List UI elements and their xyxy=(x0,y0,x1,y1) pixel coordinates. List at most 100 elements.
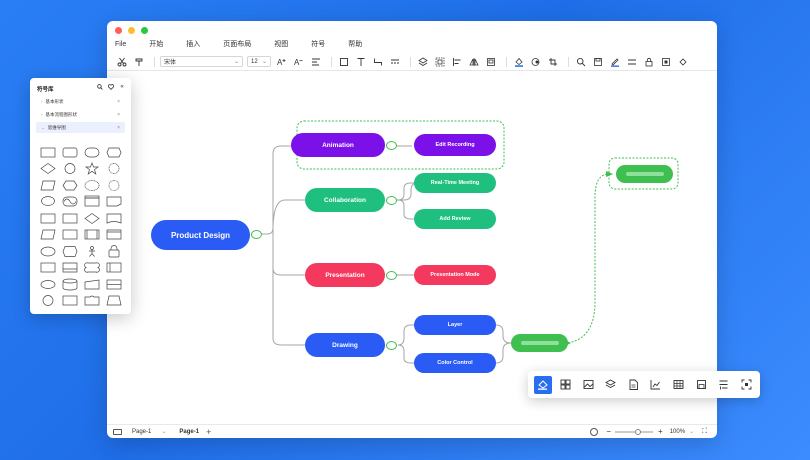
shape-thumbnail[interactable] xyxy=(103,260,125,277)
maximize-dot[interactable] xyxy=(141,27,148,34)
menu-page-layout[interactable]: 页面布局 xyxy=(223,41,252,48)
branch-node-presentation[interactable]: Presentation xyxy=(305,263,385,287)
shape-thumbnail[interactable] xyxy=(81,210,103,227)
layers-icon[interactable] xyxy=(602,376,620,394)
shape-thumbnail[interactable] xyxy=(103,161,125,178)
search-icon[interactable] xyxy=(574,55,588,69)
page-panel-icon[interactable] xyxy=(113,428,122,435)
format-icon[interactable] xyxy=(715,376,733,394)
summary-node[interactable] xyxy=(511,334,568,352)
group-icon[interactable] xyxy=(433,55,447,69)
grid-icon[interactable] xyxy=(557,376,575,394)
connector-icon[interactable] xyxy=(371,55,385,69)
close-icon[interactable]: × xyxy=(117,124,120,131)
image-icon[interactable] xyxy=(579,376,597,394)
menu-start[interactable]: 开始 xyxy=(149,41,164,48)
shape-thumbnail[interactable] xyxy=(37,293,59,310)
zoom-out-icon[interactable]: − xyxy=(606,427,612,436)
branch-node-drawing[interactable]: Drawing xyxy=(305,333,385,357)
branch-node-collaboration[interactable]: Collaboration xyxy=(305,188,385,212)
shape-thumbnail[interactable] xyxy=(103,210,125,227)
document-icon[interactable] xyxy=(624,376,642,394)
distribute-icon[interactable] xyxy=(625,55,639,69)
fill-color-icon[interactable] xyxy=(512,55,526,69)
minimize-dot[interactable] xyxy=(128,27,135,34)
collapse-panel-icon[interactable]: « xyxy=(120,84,124,90)
shape-thumbnail[interactable] xyxy=(37,260,59,277)
shape-thumbnail[interactable] xyxy=(81,293,103,310)
shape-thumbnail[interactable] xyxy=(81,243,103,260)
close-dot[interactable] xyxy=(115,27,122,34)
shape-thumbnail[interactable] xyxy=(37,161,59,178)
leaf-node-real-time-meeting[interactable]: Real-Time Meeting xyxy=(414,173,496,193)
crop-icon[interactable] xyxy=(546,55,560,69)
shape-thumbnail[interactable] xyxy=(37,144,59,161)
leaf-node-color-control[interactable]: Color Control xyxy=(414,353,496,373)
lock-icon[interactable] xyxy=(642,55,656,69)
diagram-canvas[interactable]: Product Design Animation Edit Recording … xyxy=(107,72,717,424)
menu-file[interactable]: File xyxy=(115,41,127,48)
close-icon[interactable]: × xyxy=(117,111,120,118)
shape-thumbnail[interactable] xyxy=(59,276,81,293)
shape-thumbnail[interactable] xyxy=(37,276,59,293)
shape-thumbnail[interactable] xyxy=(103,293,125,310)
library-item-active[interactable]: ⌄ 思维导图 × xyxy=(36,122,125,133)
page-save-icon[interactable] xyxy=(692,376,710,394)
root-node[interactable]: Product Design xyxy=(151,220,250,250)
shape-thumbnail[interactable] xyxy=(37,177,59,194)
shape-thumbnail[interactable] xyxy=(103,144,125,161)
format-painter-icon[interactable] xyxy=(132,55,146,69)
fill-bucket-icon[interactable] xyxy=(534,375,552,394)
shape-thumbnail[interactable] xyxy=(103,194,125,211)
more-icon[interactable] xyxy=(676,55,690,69)
leaf-node-presentation-mode[interactable]: Presentation Mode xyxy=(414,265,496,285)
font-size-select[interactable]: 12⌄ xyxy=(247,56,271,67)
shape-thumbnail[interactable] xyxy=(37,210,59,227)
branch-node-animation[interactable]: Animation xyxy=(291,133,385,157)
shape-thumbnail[interactable] xyxy=(81,144,103,161)
shape-thumbnail[interactable] xyxy=(59,144,81,161)
shape-thumbnail[interactable] xyxy=(81,276,103,293)
shape-thumbnail[interactable] xyxy=(81,227,103,244)
scissors-icon[interactable] xyxy=(115,55,129,69)
menu-help[interactable]: 帮助 xyxy=(348,41,363,48)
zoom-level[interactable]: 100% xyxy=(669,428,686,435)
collapse-toggle[interactable] xyxy=(386,341,397,350)
text-icon[interactable] xyxy=(354,55,368,69)
close-icon[interactable]: × xyxy=(117,98,120,105)
shape-thumbnail[interactable] xyxy=(103,177,125,194)
layers-icon[interactable] xyxy=(416,55,430,69)
rectangle-icon[interactable] xyxy=(337,55,351,69)
shape-thumbnail[interactable] xyxy=(81,161,103,178)
save-icon[interactable] xyxy=(591,55,605,69)
add-page-icon[interactable]: + xyxy=(206,426,212,437)
collapse-toggle[interactable] xyxy=(386,141,397,150)
zoom-slider-handle[interactable] xyxy=(635,428,642,435)
collapse-toggle[interactable] xyxy=(386,271,397,280)
flip-icon[interactable] xyxy=(467,55,481,69)
leaf-node-add-review[interactable]: Add Review xyxy=(414,209,496,229)
font-shrink-icon[interactable]: A xyxy=(292,55,306,69)
tab-page-1[interactable]: Page-1 xyxy=(179,428,200,435)
table-icon[interactable] xyxy=(670,376,688,394)
zoom-slider[interactable] xyxy=(615,428,654,435)
shape-thumbnail[interactable] xyxy=(103,227,125,244)
menu-symbol[interactable]: 符号 xyxy=(311,41,326,48)
shape-thumbnail[interactable] xyxy=(59,177,81,194)
leaf-node-layer[interactable]: Layer xyxy=(414,315,496,335)
zoom-in-icon[interactable]: + xyxy=(658,427,663,436)
library-item[interactable]: › 基本形状 × xyxy=(36,96,125,107)
line-style-icon[interactable] xyxy=(388,55,402,69)
present-icon[interactable] xyxy=(659,55,673,69)
shape-thumbnail[interactable] xyxy=(59,260,81,277)
play-icon[interactable] xyxy=(590,427,599,436)
menu-view[interactable]: 视图 xyxy=(274,41,289,48)
shape-thumbnail[interactable] xyxy=(37,243,59,260)
shape-thumbnail[interactable] xyxy=(37,194,59,211)
align-icon[interactable] xyxy=(309,55,323,69)
menu-insert[interactable]: 插入 xyxy=(186,41,201,48)
font-family-select[interactable]: 宋体⌄ xyxy=(160,56,243,67)
pen-color-icon[interactable] xyxy=(608,55,622,69)
page-selector[interactable]: Page-1 xyxy=(132,428,152,435)
shape-thumbnail[interactable] xyxy=(37,227,59,244)
